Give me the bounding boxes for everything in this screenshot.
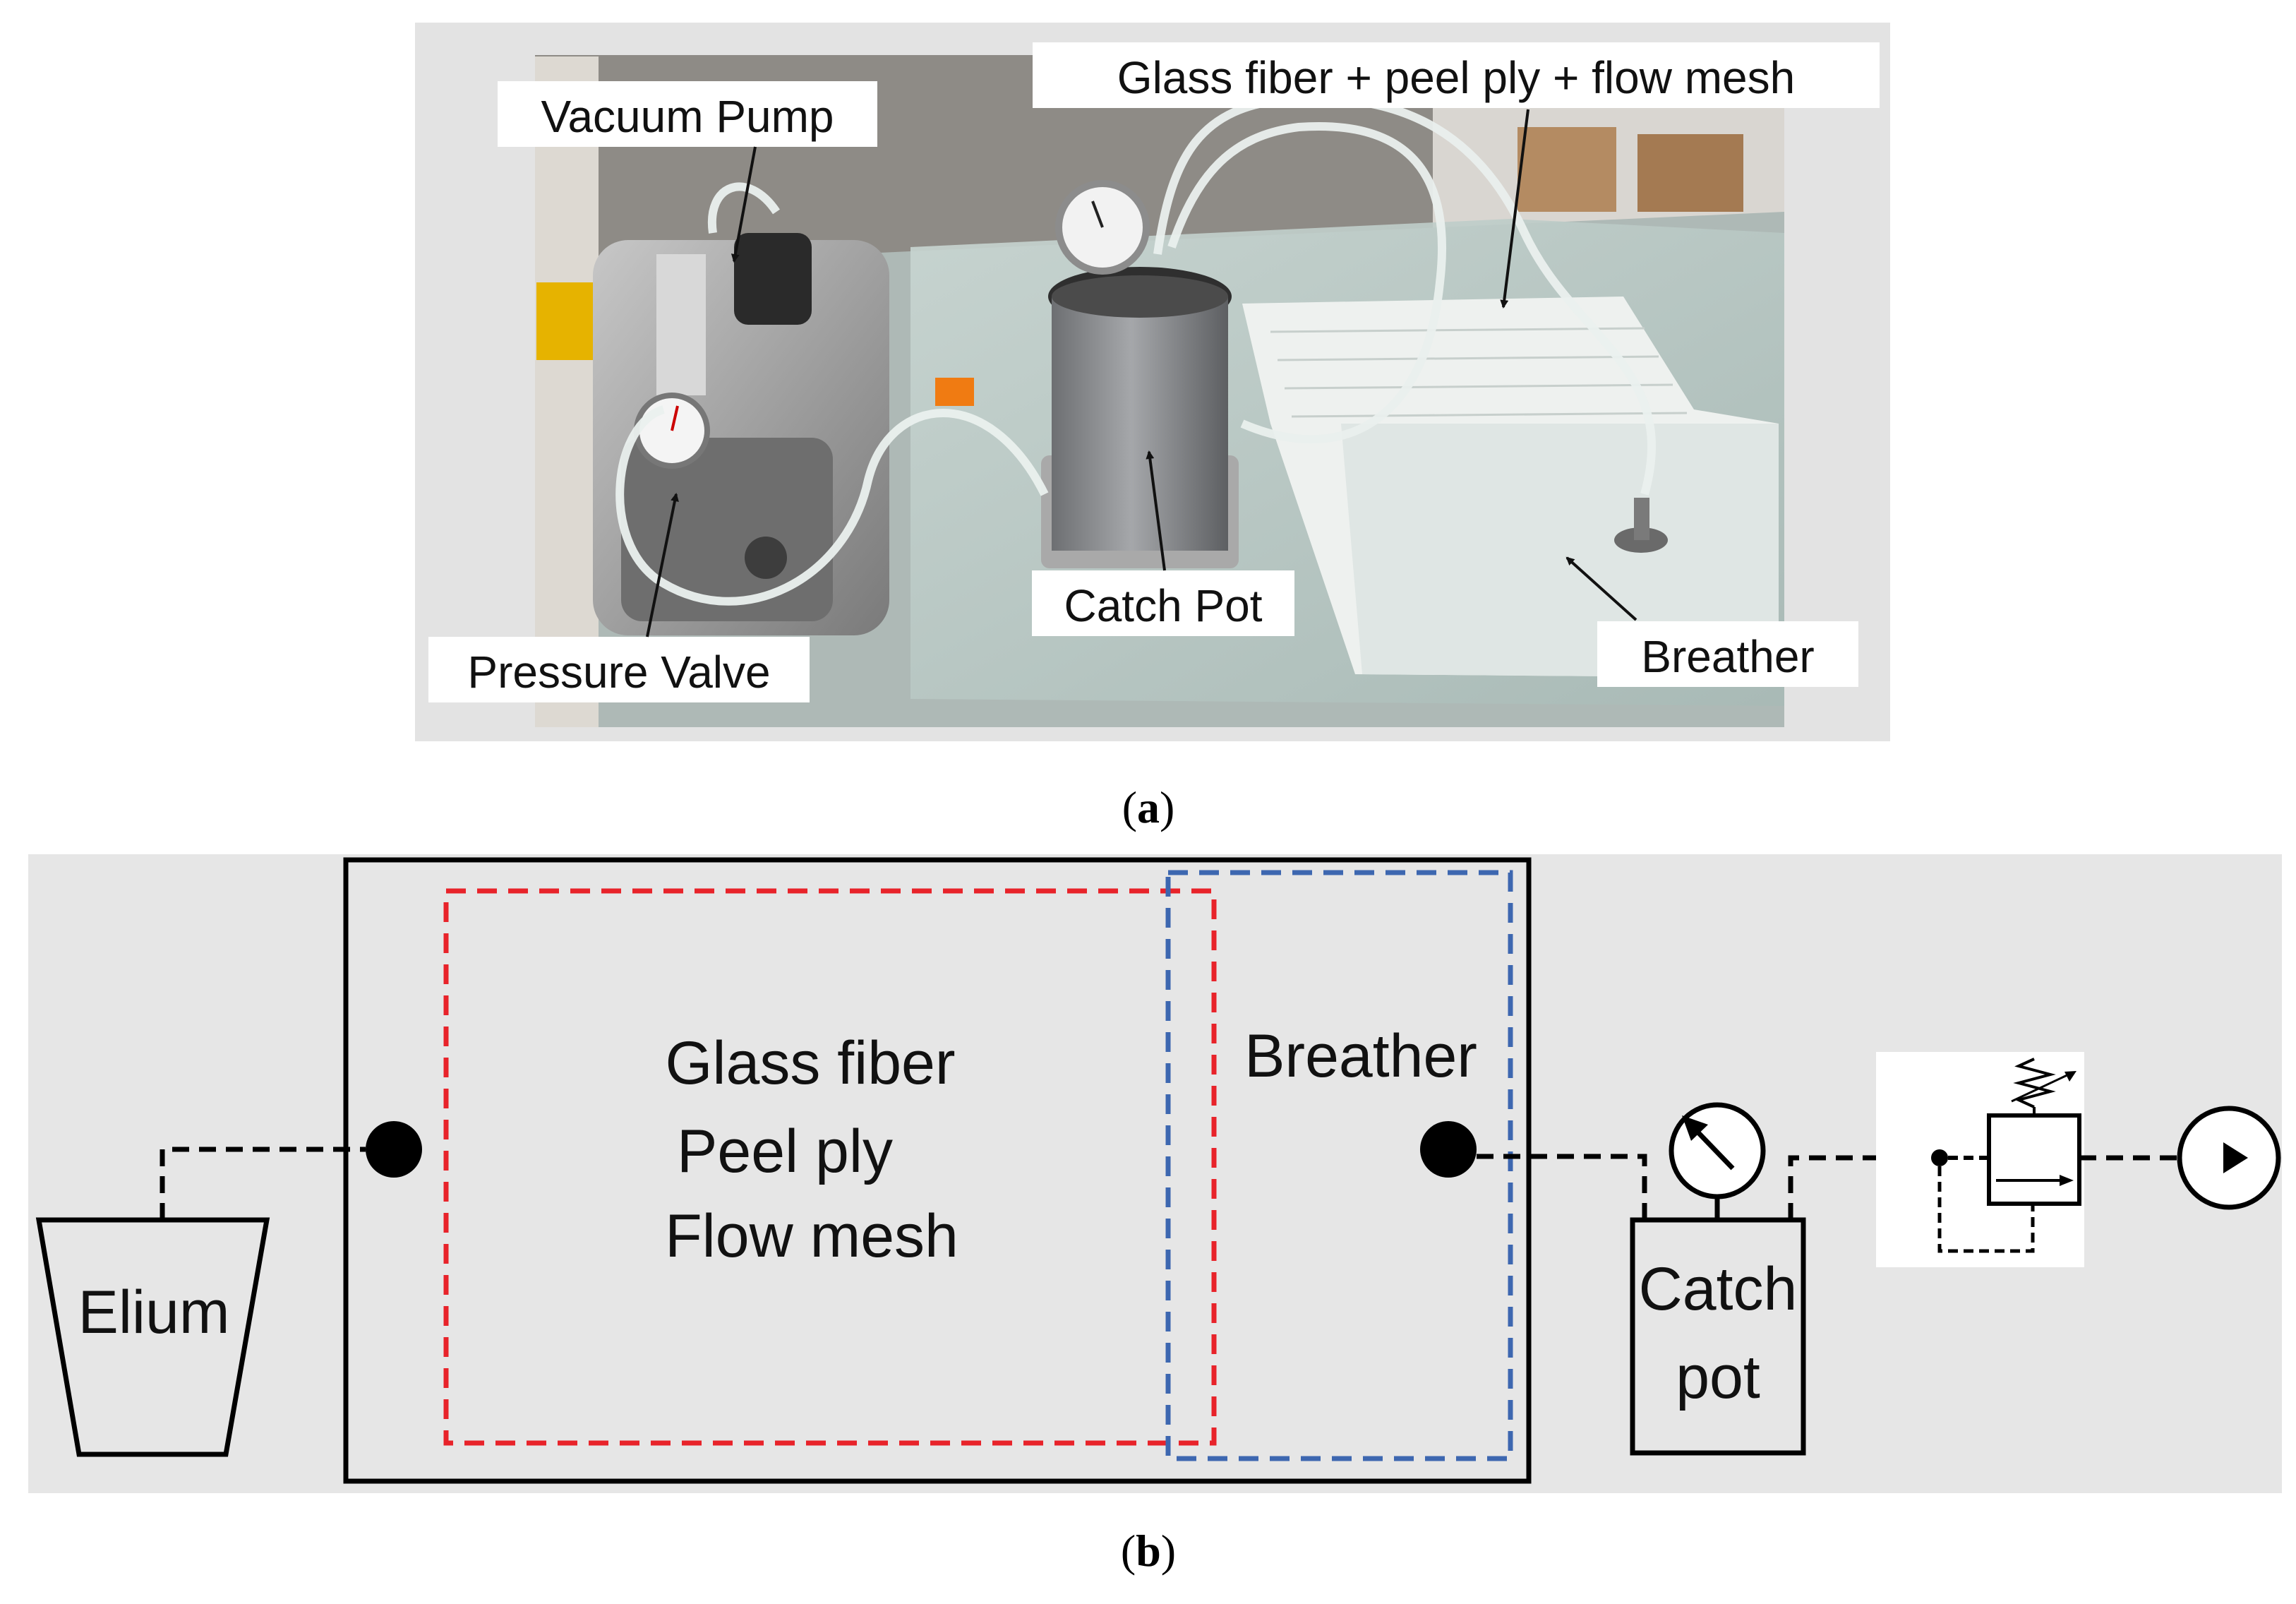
label-glass-fiber-stack: Glass fiber + peel ply + flow mesh — [1033, 42, 1880, 108]
label-breather-photo: Breather — [1597, 621, 1858, 687]
inlet-line — [160, 1147, 366, 1220]
label-pot: pot — [1676, 1343, 1760, 1411]
caption-a: (a) — [1122, 782, 1175, 832]
outlet-port — [1420, 1121, 1477, 1178]
catch-pot-cylinder — [1052, 297, 1228, 551]
breather-region — [1165, 870, 1513, 1461]
elium-pot — [35, 1217, 270, 1457]
inlet-port — [366, 1121, 422, 1178]
label-glass-fiber: Glass fiber — [665, 1029, 955, 1097]
svg-text:Breather: Breather — [1641, 631, 1814, 682]
spring-icon — [2013, 1058, 2056, 1108]
label-flow-mesh: Flow mesh — [665, 1202, 958, 1270]
label-catch-pot: Catch Pot — [1032, 570, 1294, 636]
svg-text:Glass fiber + peel ply + flow: Glass fiber + peel ply + flow mesh — [1117, 52, 1795, 103]
panel-b: Glass fiber Peel ply Flow mesh Breather … — [28, 854, 2282, 1576]
valve-line — [1788, 1155, 1937, 1220]
panel-a: Vacuum Pump Glass fiber + peel ply + flo… — [415, 23, 1890, 832]
pump-arrow-icon — [2223, 1142, 2248, 1173]
fiber-region — [443, 888, 1217, 1446]
label-vacuum-pump: Vacuum Pump — [498, 81, 877, 147]
svg-text:Vacuum Pump: Vacuum Pump — [541, 91, 834, 142]
label-peel-ply: Peel ply — [677, 1118, 893, 1185]
mould-box — [343, 857, 1532, 1484]
gauge-needle-icon — [1693, 1127, 1735, 1171]
label-pressure-valve: Pressure Valve — [428, 637, 810, 702]
svg-text:Catch Pot: Catch Pot — [1064, 580, 1262, 631]
svg-text:Pressure Valve: Pressure Valve — [467, 647, 770, 698]
label-catch: Catch — [1639, 1255, 1798, 1323]
outlet-line — [1477, 1154, 1647, 1220]
pointer-arrows — [646, 109, 1637, 638]
label-breather: Breather — [1244, 1022, 1477, 1090]
pressure-valve-symbol — [1876, 1052, 2084, 1267]
label-elium: Elium — [78, 1279, 229, 1346]
caption-b: (b) — [1121, 1526, 1176, 1576]
tubing — [615, 94, 1656, 606]
